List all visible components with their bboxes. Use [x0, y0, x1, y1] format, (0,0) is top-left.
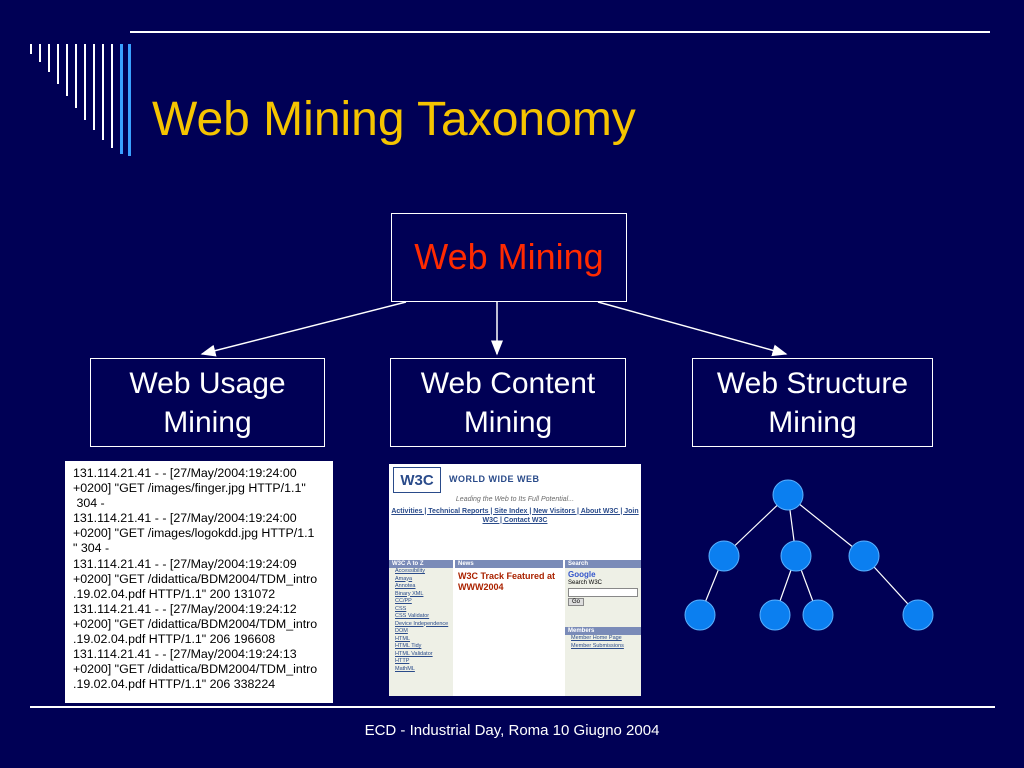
w3c-a-to-z-item: MathML	[395, 665, 415, 672]
log-line: +0200] "GET /didattica/BDM2004/TDM_intro	[73, 571, 318, 586]
usage-label-1: Web Usage	[129, 366, 286, 400]
log-line: .19.02.04.pdf HTTP/1.1" 206 338224	[73, 677, 276, 692]
structure-label-1: Web Structure	[716, 366, 909, 400]
w3c-news-column: News W3C Track Featured at WWW2004	[455, 560, 563, 696]
w3c-news-title: News	[455, 560, 563, 568]
w3c-members-title: Members	[565, 627, 641, 635]
tree-node-root	[772, 479, 804, 511]
log-line: +0200] "GET /didattica/BDM2004/TDM_intro	[73, 662, 318, 677]
tree-node-l2-d	[902, 599, 934, 631]
log-line: 131.114.21.41 - - [27/May/2004:19:24:00	[73, 466, 297, 480]
tree-node-l2-b	[759, 599, 791, 631]
w3c-a-to-z-item: HTML	[395, 635, 410, 642]
top-rule	[130, 31, 990, 33]
link-structure	[597, 301, 788, 357]
search-input	[568, 588, 638, 597]
w3c-a-to-z-item: DOM	[395, 628, 408, 634]
w3c-nav: Activities | Technical Reports | Site In…	[391, 508, 639, 524]
footer-rule	[30, 706, 995, 708]
w3c-a-to-z-item: Binary XML	[395, 590, 424, 597]
tree-node-l2-a	[684, 599, 716, 631]
w3c-a-to-z-item: Amaya	[395, 575, 413, 582]
content-label-2: Mining	[463, 405, 553, 439]
log-line: 131.114.21.41 - - [27/May/2004:19:24:00	[73, 511, 297, 526]
w3c-a-to-z-item: HTML Validator	[395, 650, 433, 657]
w3c-a-to-z-item: Accessibility	[395, 568, 425, 574]
tree-node-l1-a	[708, 540, 740, 572]
log-line: +0200] "GET /didattica/BDM2004/TDM_intro	[73, 616, 318, 631]
w3c-search-column: Search Google Search W3C Go Members Memb…	[565, 560, 641, 696]
tree-node-l1-c	[848, 540, 880, 572]
w3c-page-thumbnail: W3C WORLD WIDE WEB Leading the Web to It…	[389, 464, 641, 696]
w3c-news-headline: W3C Track Featured at WWW2004	[455, 568, 563, 596]
w3c-a-to-z-item: HTTP	[395, 658, 410, 664]
link-usage	[200, 301, 407, 357]
log-line: 131.114.21.41 - - [27/May/2004:19:24:12	[73, 601, 297, 616]
tree-node-l1-b	[780, 540, 812, 572]
log-line: 131.114.21.41 - - [27/May/2004:19:24:09	[73, 556, 297, 571]
w3c-a-to-z-item: CSS Validator	[395, 613, 430, 619]
log-line: 131.114.21.41 - - [27/May/2004:19:24:13	[73, 647, 297, 662]
root-node: Web Mining	[391, 213, 627, 302]
search-go-button: Go	[568, 598, 585, 606]
w3c-logo: W3C	[393, 467, 441, 493]
log-line: +0200] "GET /images/finger.jpg HTTP/1.1"	[73, 481, 306, 496]
usage-log-box: 131.114.21.41 - - [27/May/2004:19:24:00+…	[65, 461, 333, 703]
root-label: Web Mining	[414, 236, 604, 278]
log-line: .19.02.04.pdf HTTP/1.1" 206 196608	[73, 632, 276, 647]
w3c-member-item: Member Home Page	[571, 635, 622, 641]
search-w3c-label: Search W3C	[568, 580, 603, 586]
tree-node-l2-c	[802, 599, 834, 631]
google-brand: Google	[568, 570, 596, 579]
w3c-news-body	[455, 596, 563, 696]
w3c-a-to-z-item: Annotea	[395, 583, 416, 589]
content-label-1: Web Content	[420, 366, 596, 400]
w3c-a-to-z-item: CSS	[395, 605, 407, 612]
log-line: 304 -	[73, 496, 105, 511]
slide-title: Web Mining Taxonomy	[152, 93, 636, 146]
slide-footer: ECD - Industrial Day, Roma 10 Giugno 200…	[364, 722, 660, 739]
w3c-header: WORLD WIDE WEB	[449, 474, 540, 484]
w3c-search-title: Search	[565, 560, 641, 568]
w3c-member-item: Member Submissions	[571, 642, 624, 649]
w3c-a-to-z-item: Device Independence	[395, 620, 449, 627]
w3c-a-to-z-item: CC/PP	[395, 598, 412, 604]
w3c-tagline: Leading the Web to Its Full Potential...	[455, 496, 575, 503]
structure-label-2: Mining	[768, 405, 857, 439]
w3c-a-to-z-item: HTML Tidy	[395, 643, 422, 649]
w3c-a-to-z-title: W3C A to Z	[389, 560, 453, 568]
log-line: " 304 -	[73, 541, 110, 556]
usage-label-2: Mining	[163, 405, 252, 439]
log-line: .19.02.04.pdf HTTP/1.1" 200 131072	[73, 586, 276, 601]
log-line: +0200] "GET /images/logokdd.jpg HTTP/1.1	[73, 526, 315, 541]
